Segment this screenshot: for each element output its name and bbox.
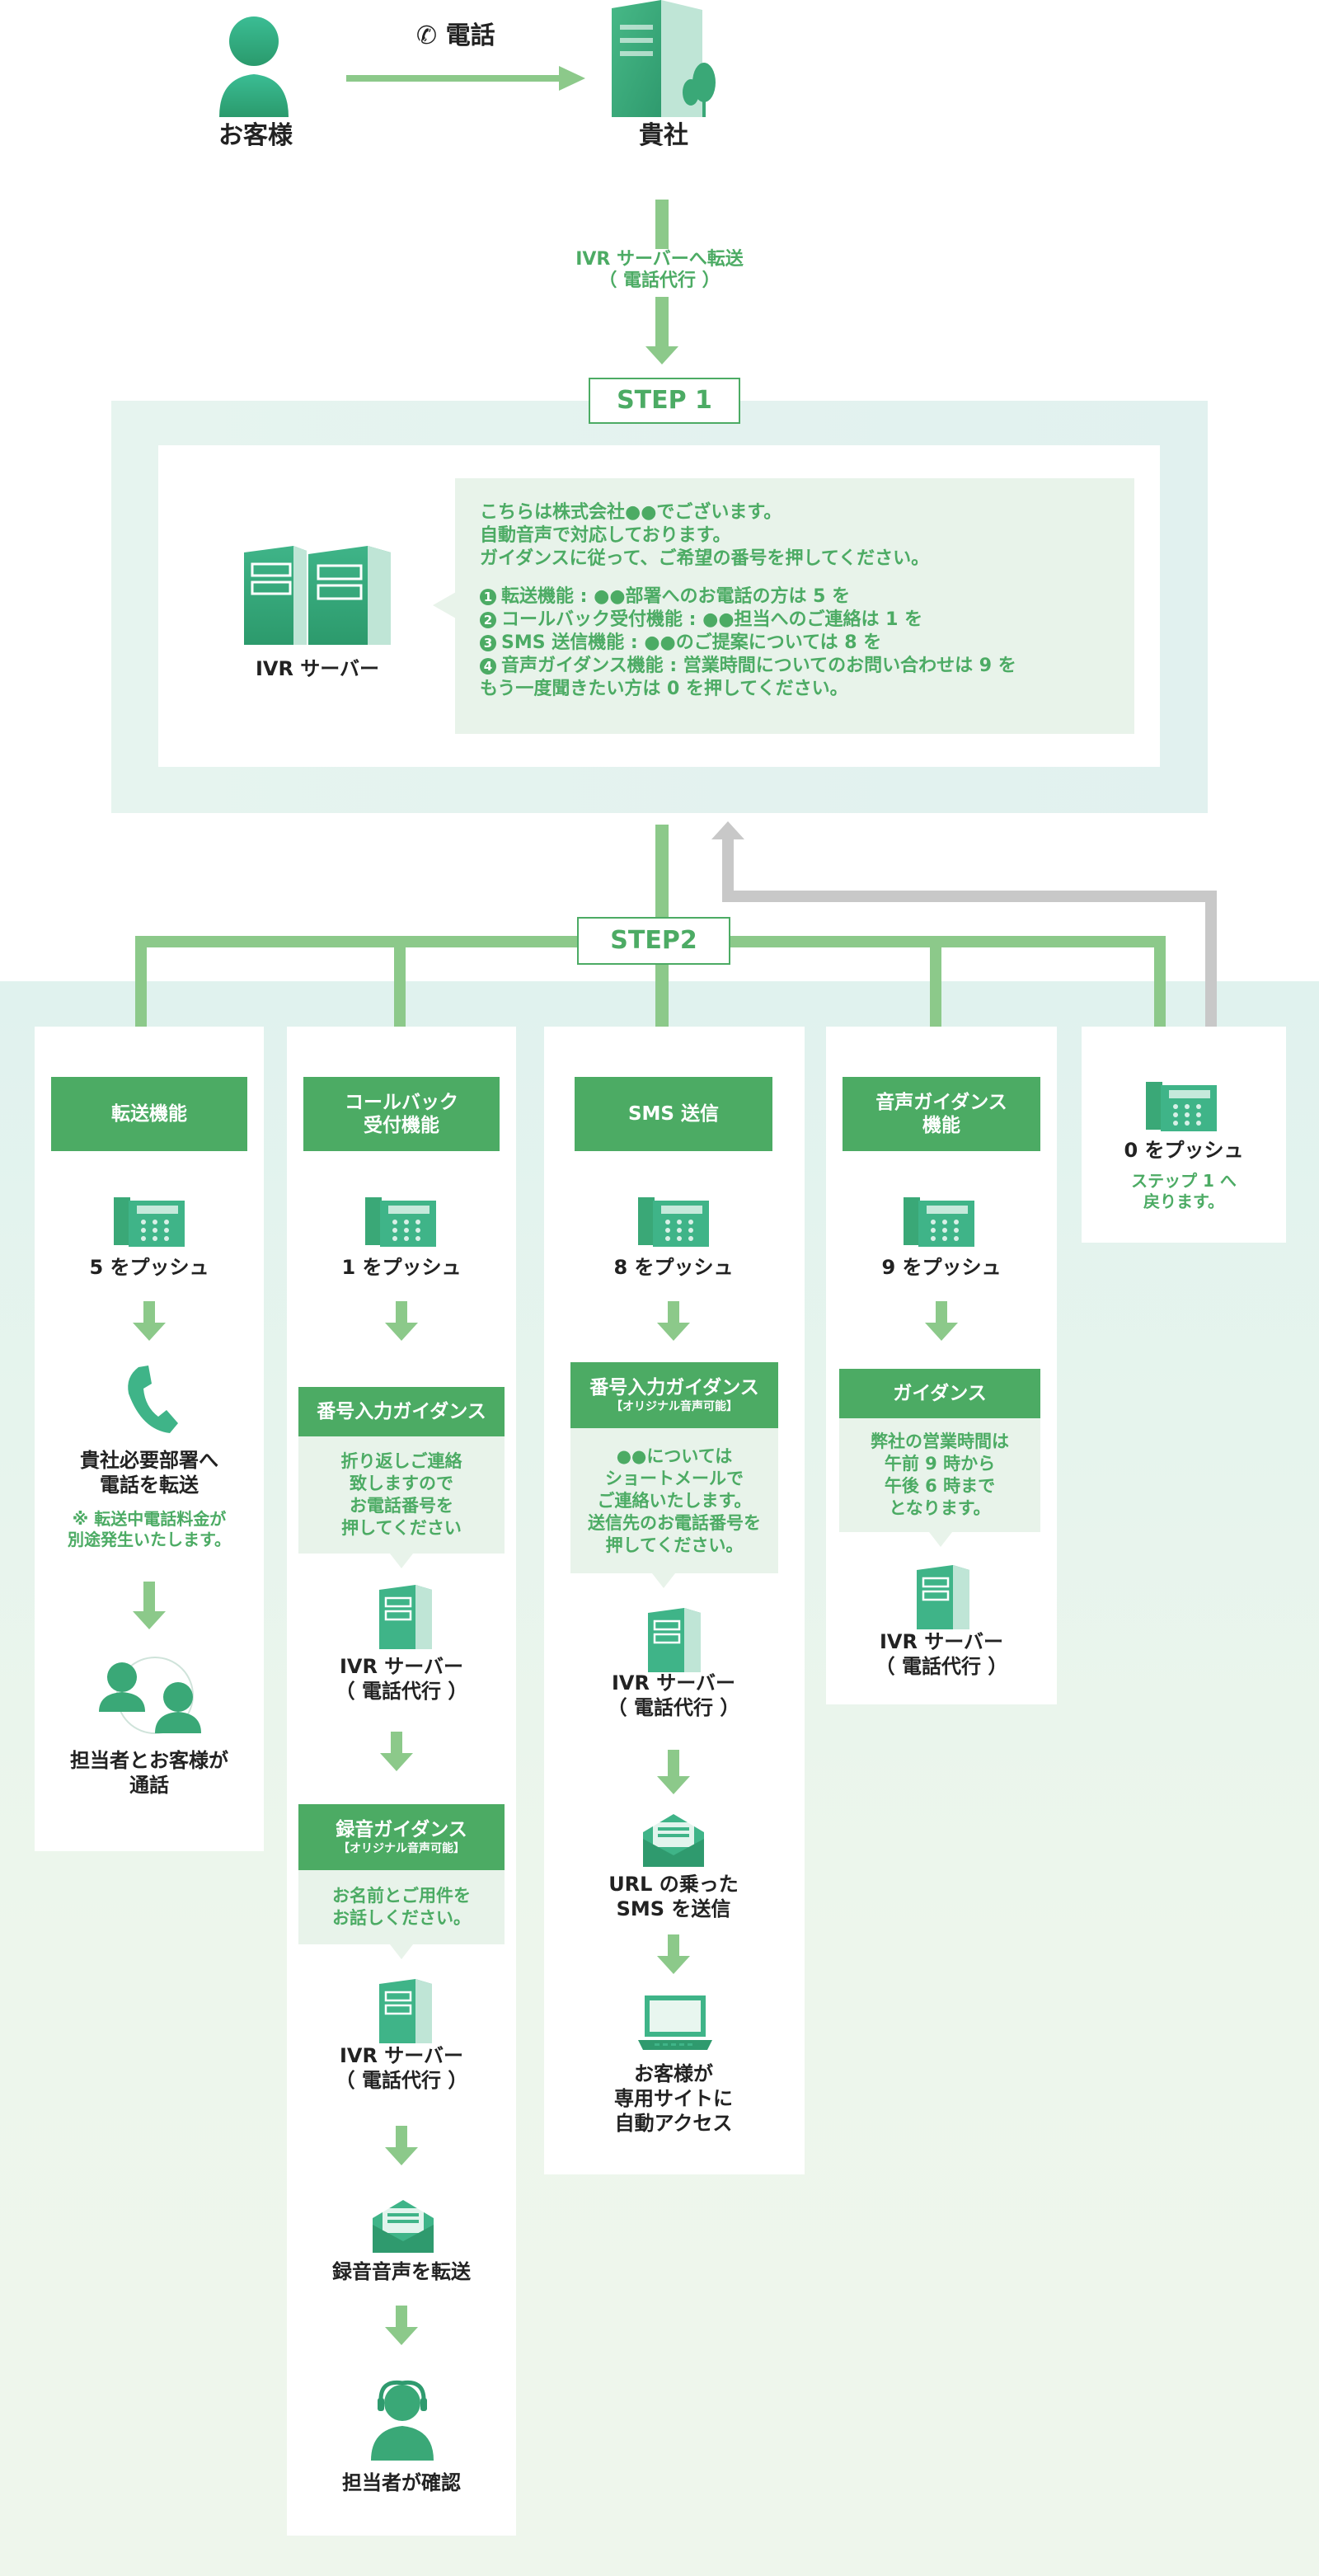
handset-icon	[128, 1366, 178, 1433]
arrow-down	[133, 1611, 166, 1629]
arrow-down	[380, 1753, 413, 1771]
transfer-action: 貴社必要部署へ 電話を転送	[80, 1449, 218, 1497]
guide-header: 番号入力ガイダンス	[298, 1387, 505, 1436]
end-label: お客様が 専用サイトに 自動アクセス	[614, 2062, 733, 2135]
phone-device-icon	[114, 1197, 185, 1247]
ivr-server-label: IVR サーバー （ 電話代行 ）	[875, 1630, 1008, 1678]
arrow-down	[385, 1323, 418, 1341]
arrow-down	[645, 346, 678, 364]
phone-device-icon	[365, 1197, 436, 1247]
phone-icon: ✆	[416, 21, 438, 50]
column-header: SMS 送信	[575, 1077, 772, 1151]
server-icon	[379, 1979, 432, 2043]
phone-device-icon	[904, 1197, 974, 1247]
push-label: 9 をプッシュ	[881, 1256, 1002, 1279]
return-line	[1205, 891, 1217, 1064]
column-callback	[287, 1027, 516, 2536]
back-note: ステップ 1 へ 戻ります。	[1131, 1171, 1237, 1211]
arrow-right	[346, 66, 585, 91]
arrow-down	[133, 1323, 166, 1341]
step1-label: STEP 1	[589, 378, 740, 424]
guide-text: 折り返しご連絡致しますので お電話番号を押してください	[298, 1436, 505, 1554]
connector	[655, 200, 669, 249]
column-header: 転送機能	[51, 1077, 247, 1151]
mail-label: 録音音声を転送	[332, 2260, 471, 2283]
arrow-down	[657, 1323, 690, 1341]
arrow-down	[657, 1776, 690, 1794]
rec-text: お名前とご用件をお話しください。	[298, 1870, 505, 1944]
ivr-server-label: IVR サーバー	[255, 657, 380, 680]
two-people-icon	[99, 1657, 201, 1734]
server-icon	[244, 546, 391, 645]
arrow-down	[925, 1323, 958, 1341]
sms-label: URL の乗った SMS を送信	[608, 1873, 739, 1920]
server-icon	[917, 1565, 969, 1629]
bubble-tip	[433, 592, 456, 618]
ivr-server-label: IVR サーバー （ 電話代行 ）	[607, 1671, 740, 1719]
push-label: 1 をプッシュ	[341, 1256, 462, 1279]
guide-header: ガイダンス	[839, 1369, 1040, 1418]
end-label: 担当者とお客様が 通話	[70, 1749, 228, 1797]
arrow-down	[657, 1956, 690, 1974]
end-label: 担当者が確認	[342, 2471, 461, 2494]
guide-header: 番号入力ガイダンス【オリジナル音声可能】	[570, 1362, 778, 1428]
ivr-server-label: IVR サーバー （ 電話代行 ）	[335, 1655, 468, 1703]
guide-text: ●●についてはショートメールで ご連絡いたします。送信先のお電話番号を 押してく…	[570, 1428, 778, 1573]
push-label: 0 をプッシュ	[1124, 1139, 1244, 1162]
return-arrow-up	[711, 821, 744, 839]
column-repeat	[1082, 1027, 1286, 1243]
building-icon	[612, 0, 716, 117]
arrow-down	[385, 2327, 418, 2345]
rec-header: 録音ガイダンス【オリジナル音声可能】	[298, 1804, 505, 1870]
company-label: 貴社	[639, 121, 688, 150]
step2-label: STEP2	[577, 917, 730, 965]
push-label: 5 をプッシュ	[89, 1256, 209, 1279]
customer-icon	[219, 16, 289, 117]
ivr-server-label: IVR サーバー （ 電話代行 ）	[335, 2044, 468, 2092]
phone-label: 電話	[445, 21, 495, 50]
guide-text: 弊社の営業時間は午前 9 時から 午後 6 時までとなります。	[839, 1418, 1040, 1532]
connector	[655, 297, 669, 348]
server-icon	[648, 1608, 701, 1672]
column-header: 音声ガイダンス機能	[843, 1077, 1040, 1151]
phone-device-icon	[638, 1197, 709, 1247]
mail-icon	[643, 1814, 704, 1867]
customer-label: お客様	[218, 121, 293, 150]
ivr-guidance-text: こちらは株式会社●●でございます。 自動音声で対応しております。 ガイダンスに従…	[455, 478, 1134, 734]
phone-device-icon	[1146, 1082, 1217, 1131]
push-label: 8 をプッシュ	[613, 1256, 734, 1279]
arrow-down	[385, 2147, 418, 2165]
transfer-note: ※ 転送中電話料金が 別途発生いたします。	[68, 1509, 231, 1549]
operator-icon	[371, 2380, 434, 2461]
server-icon	[379, 1585, 432, 1649]
column-transfer	[35, 1027, 264, 1851]
column-header: コールバック受付機能	[303, 1077, 500, 1151]
laptop-icon	[638, 1995, 712, 2050]
transfer-label: IVR サーバーへ転送 （ 電話代行 ）	[575, 249, 744, 291]
mail-icon	[373, 2200, 434, 2253]
